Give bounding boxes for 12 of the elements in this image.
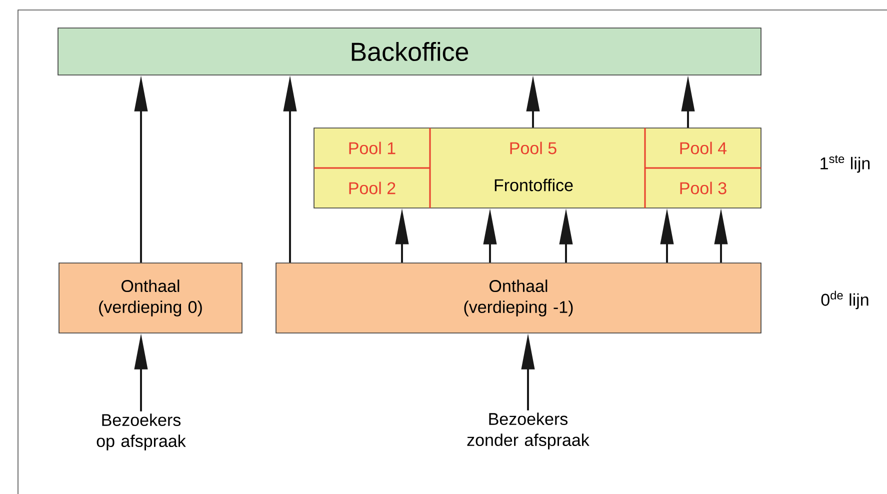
reception-box: Onthaal (verdieping -1) [276,262,762,334]
reception-box: Onthaal (verdieping 0) [58,262,242,334]
backoffice-box: Backoffice [58,28,762,76]
visitor-label: Bezoekers op afspraak [96,414,186,450]
level-label: 1$^{ste}$ lijn [820,155,870,173]
pool-cell: Pool 4 [680,142,727,154]
pool-label: Pool 5 [510,142,556,154]
pool-cell: Pool 2 [349,182,396,194]
level-label: 0$^{de}$ lijn [821,290,868,310]
pool-cell: Pool 1 [349,142,396,154]
pool-cell: Pool 3 [680,182,726,194]
visitor-label: Bezoekers zonder afspraak [467,412,590,450]
